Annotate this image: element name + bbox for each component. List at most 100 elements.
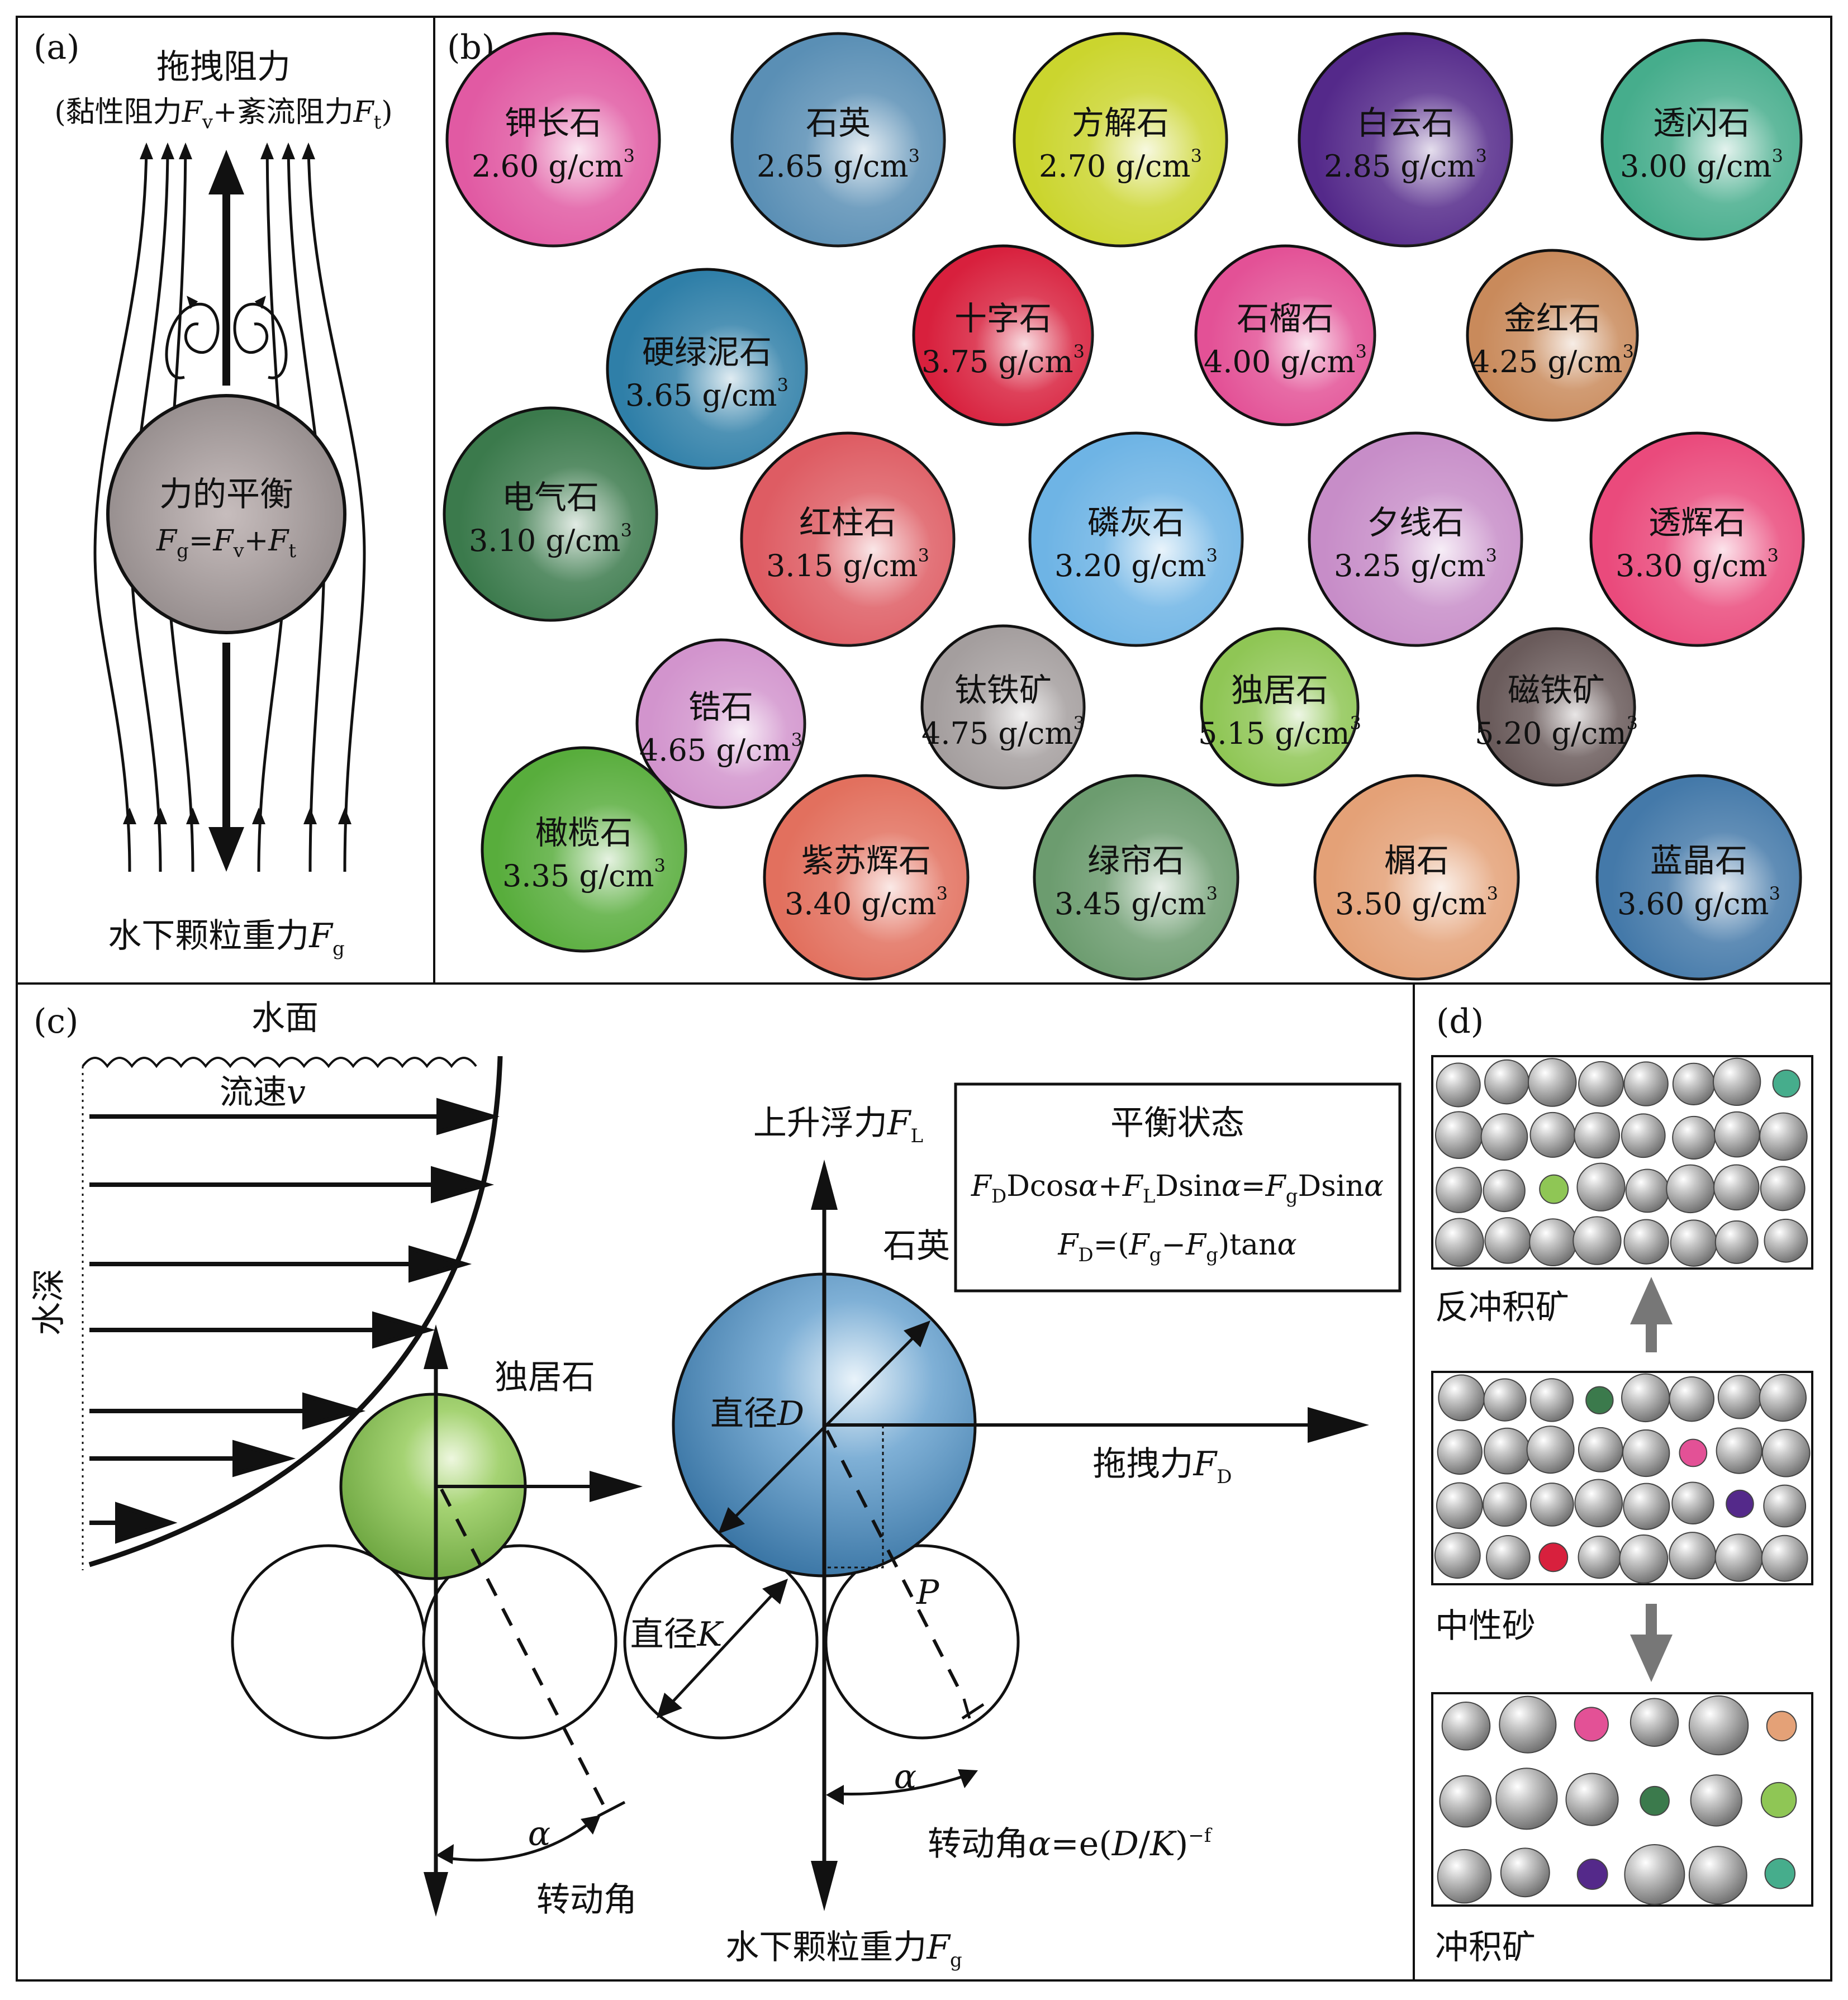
- sediment-grain: [1436, 1482, 1483, 1529]
- top-box-label: 反冲积矿: [1435, 1288, 1569, 1327]
- water-surface-label: 水面: [251, 999, 319, 1038]
- sediment-grain: [1483, 1169, 1526, 1213]
- sediment-grain: [1434, 1532, 1481, 1579]
- sediment-grain: [1688, 1846, 1747, 1905]
- sediment-grain: [1437, 1429, 1483, 1475]
- mineral-name: 绿帘石: [1087, 842, 1185, 880]
- sediment-grain: [1585, 1386, 1614, 1414]
- mineral-name: 石榴石: [1237, 300, 1334, 338]
- contact-point-P: P: [916, 1573, 940, 1612]
- water-surface-wave: [82, 1057, 477, 1068]
- mineral-highlight: [1201, 629, 1358, 785]
- gravity-arrow-head: [208, 827, 244, 872]
- sediment-grain: [1640, 1785, 1670, 1816]
- sediment-grain: [1441, 1701, 1491, 1751]
- streamline-arrows: [123, 142, 351, 824]
- sediment-grain: [1766, 1711, 1797, 1742]
- sediment-grain: [1624, 1844, 1685, 1905]
- mineral-name: 白云石: [1357, 104, 1454, 142]
- sediment-grain: [1761, 1535, 1808, 1582]
- mineral-name: 榍石: [1384, 842, 1449, 880]
- mineral-density: 3.15 g/cm3: [766, 545, 929, 583]
- diameter-D-head-a: [718, 1507, 745, 1534]
- sediment-grain: [1623, 1483, 1670, 1530]
- mineral-name: 红柱石: [799, 503, 896, 541]
- downward-arrowhead: [1630, 1635, 1673, 1682]
- mineral-name: 磷灰石: [1087, 503, 1185, 541]
- sediment-grain: [1623, 1061, 1669, 1106]
- monazite-drag-arrowhead: [590, 1471, 643, 1502]
- sediment-grain: [1623, 1219, 1669, 1265]
- quartz-gravity-arrowhead: [811, 1861, 838, 1911]
- mineral-name: 透辉石: [1649, 503, 1746, 541]
- sediment-grain: [1690, 1774, 1742, 1827]
- mineral-density: 3.40 g/cm3: [785, 883, 948, 921]
- mineral-density: 3.25 g/cm3: [1334, 545, 1497, 583]
- sediment-grain: [1574, 1479, 1623, 1528]
- upward-arrowhead: [1630, 1277, 1673, 1324]
- diameter-D-label: 直径D: [710, 1394, 804, 1433]
- mineral-density: 4.65 g/cm3: [639, 729, 802, 768]
- mineral-15: 锆石4.65 g/cm3: [635, 638, 806, 809]
- equilibrium-title: 平衡状态: [1110, 1104, 1244, 1143]
- mineral-highlight: [1309, 433, 1522, 645]
- mineral-name: 钾长石: [505, 104, 602, 142]
- sediment-grain: [1436, 1167, 1483, 1213]
- sediment-grain: [1434, 1111, 1483, 1160]
- balance-title: 力的平衡: [159, 475, 293, 514]
- mineral-name: 透闪石: [1653, 104, 1750, 142]
- mineral-density: 2.70 g/cm3: [1039, 145, 1202, 184]
- sediment-grain: [1669, 1376, 1714, 1422]
- sediment-grain: [1484, 1427, 1531, 1475]
- sediment-grain: [1484, 1059, 1529, 1105]
- panel-d-tag: (d): [1436, 1002, 1484, 1041]
- monazite-angle-arc: [446, 1818, 596, 1862]
- mineral-highlight: [482, 748, 686, 951]
- monazite-arc-head-b: [581, 1815, 601, 1835]
- mineral-highlight: [1597, 776, 1801, 979]
- drag-title: 拖拽阻力: [156, 47, 291, 87]
- projection-guide: [824, 1425, 884, 1569]
- mineral-density: 2.85 g/cm3: [1324, 145, 1487, 184]
- sediment-grain: [1538, 1542, 1569, 1573]
- sediment-grain: [1759, 1374, 1807, 1422]
- equilibrium-box: [954, 1082, 1402, 1293]
- quartz-alpha: α: [894, 1757, 917, 1797]
- mineral-name: 紫苏辉石: [801, 842, 931, 880]
- sediment-grain: [1526, 1426, 1575, 1474]
- sediment-grain: [1726, 1489, 1754, 1518]
- monazite-pivot-tick: [597, 1801, 626, 1818]
- lift-force-label: 上升浮力FL: [753, 1104, 923, 1147]
- sediment-grain: [1763, 1484, 1807, 1528]
- sediment-grain: [1688, 1695, 1749, 1756]
- sediment-grain: [1622, 1429, 1670, 1478]
- sediment-grain: [1764, 1218, 1808, 1263]
- quartz-angle-arc: [835, 1773, 970, 1796]
- mineral-highlight: [914, 246, 1092, 425]
- monazite-alpha: α: [528, 1814, 551, 1854]
- sediment-grain: [1480, 1113, 1528, 1161]
- monazite-up-arrowhead: [424, 1324, 448, 1369]
- sediment-grain: [1578, 1536, 1621, 1579]
- vortex-right: [233, 296, 288, 379]
- mineral-name: 蓝晶石: [1650, 842, 1747, 880]
- diameter-K-line: [664, 1586, 781, 1711]
- sediment-grain: [1621, 1373, 1670, 1423]
- sediment-grain: [1760, 1782, 1797, 1818]
- frame: [16, 16, 1832, 1982]
- mineral-density: 2.65 g/cm3: [757, 145, 920, 184]
- mineral-highlight: [1299, 34, 1512, 246]
- sediment-grain: [1679, 1438, 1708, 1467]
- mineral-highlight: [1591, 433, 1803, 645]
- monazite-pivot-line: [440, 1488, 608, 1812]
- sediment-grain: [1529, 1218, 1577, 1267]
- vortex-left: [165, 296, 220, 379]
- sediment-grain: [1670, 1219, 1718, 1267]
- mineral-density: 3.65 g/cm3: [625, 374, 788, 413]
- mineral-density: 3.20 g/cm3: [1054, 545, 1218, 583]
